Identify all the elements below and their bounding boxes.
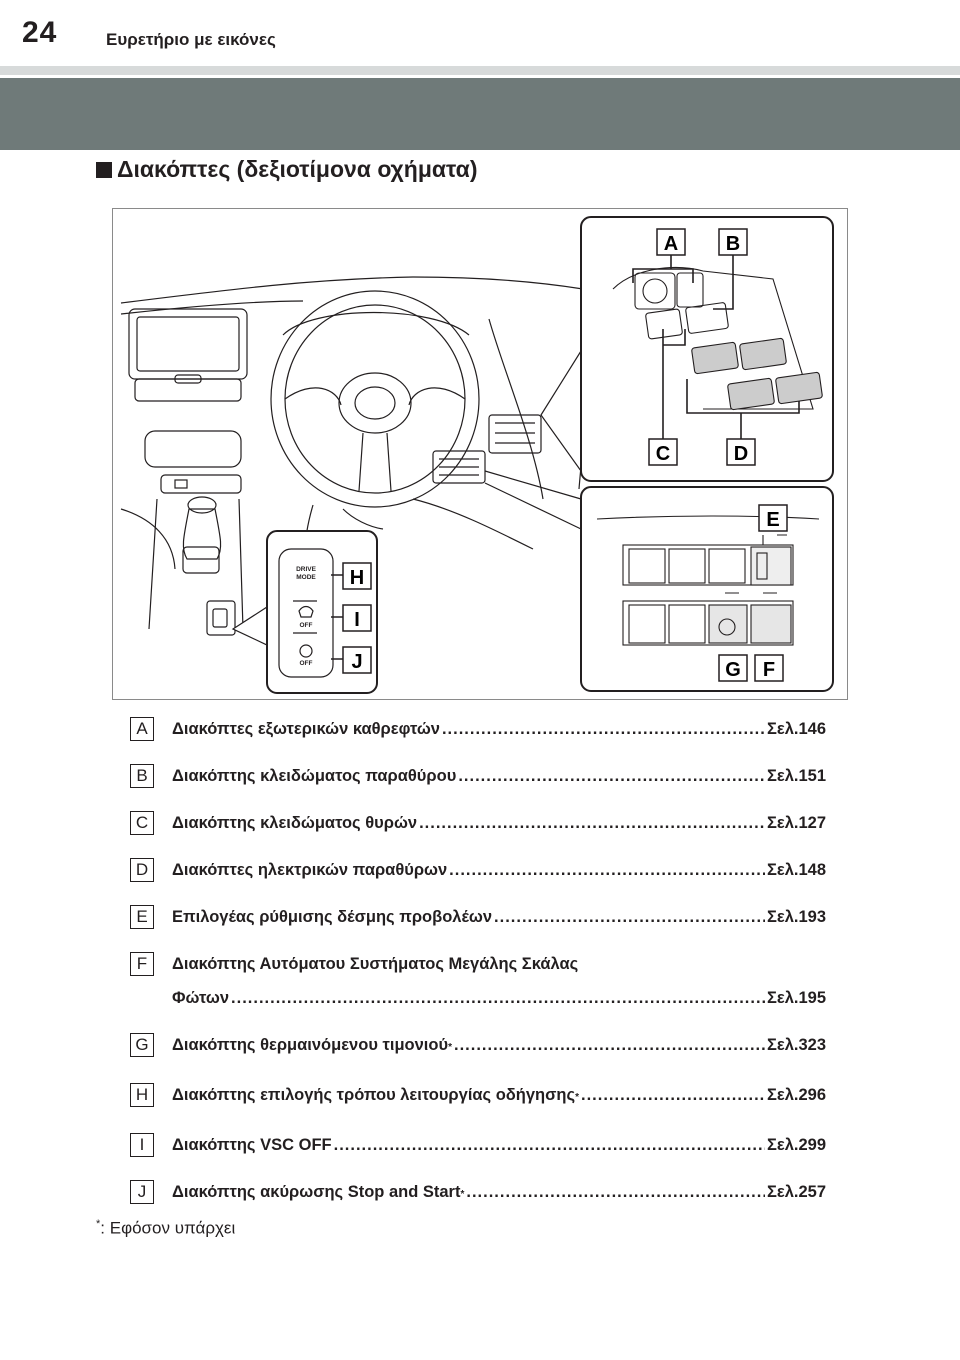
footnote-text: : Εφόσον υπάρχει	[100, 1218, 236, 1238]
callout-a: A	[656, 228, 686, 256]
entry-page-ref[interactable]: Σελ.299	[766, 1136, 826, 1154]
entry-page-ref[interactable]: Σελ.296	[766, 1086, 826, 1104]
entry-text-line-1: Διακόπτης Αυτόματου Συστήματος Μεγάλης Σ…	[172, 955, 579, 973]
svg-text:G: G	[725, 659, 741, 681]
dot-leader	[494, 905, 765, 929]
rhd-switch-pack	[432, 450, 486, 484]
entry-page-ref[interactable]: Σελ.193	[766, 908, 826, 926]
section-title: Διακόπτες (δεξιοτίμονα οχήματα)	[96, 156, 477, 183]
list-item: A Διακόπτες εξωτερικών καθρεφτών Σελ.146	[130, 717, 830, 741]
entry-text: Διακόπτης θερμαινόμενου τιμονιού	[172, 1036, 449, 1054]
svg-text:D: D	[734, 443, 748, 465]
door-switch-pack	[488, 414, 542, 454]
entry-letter-badge: D	[130, 858, 154, 882]
entry-page-ref[interactable]: Σελ.146	[766, 720, 826, 738]
list-item: E Επιλογέας ρύθμισης δέσμης προβολέων Σελ…	[130, 905, 830, 929]
entry-page-ref[interactable]: Σελ.151	[766, 767, 826, 785]
svg-text:H: H	[350, 567, 364, 589]
svg-text:F: F	[763, 659, 775, 681]
switch-index-list: A Διακόπτες εξωτερικών καθρεφτώνΣελ.146 …	[130, 717, 830, 1230]
callout-i: I	[342, 604, 372, 632]
entry-text: Διακόπτης κλειδώματος παραθύρου	[172, 767, 457, 785]
list-item: J Διακόπτης ακύρωσης Stop and Start* Σελ.…	[130, 1180, 830, 1207]
entry-letter-badge: G	[130, 1033, 154, 1057]
page-number: 24	[22, 16, 58, 49]
entry-text: Επιλογέας ρύθμισης δέσμης προβολέων	[172, 908, 493, 926]
steering-wheel	[270, 290, 480, 508]
footnote-mark: *	[460, 1189, 465, 1200]
list-item: H Διακόπτης επιλογής τρόπου λειτουργίας …	[130, 1083, 830, 1110]
entry-page-ref[interactable]: Σελ.195	[766, 989, 826, 1007]
dot-leader	[458, 764, 765, 788]
entry-text: Διακόπτης ακύρωσης Stop and Start	[172, 1183, 461, 1201]
header-rule	[0, 66, 960, 75]
svg-text:I: I	[354, 609, 360, 631]
svg-text:C: C	[656, 443, 670, 465]
entry-text: Διακόπτης επιλογής τρόπου λειτουργίας οδ…	[172, 1086, 576, 1104]
entry-letter-badge: I	[130, 1133, 154, 1157]
entry-page-ref[interactable]: Σελ.323	[766, 1036, 826, 1054]
lower-left-switch-block	[206, 600, 236, 636]
entry-text: Διακόπτες ηλεκτρικών παραθύρων	[172, 861, 448, 879]
drive-mode-text-1: DRIVE	[296, 566, 317, 573]
section-square-icon	[96, 161, 112, 178]
dot-leader	[449, 858, 765, 882]
list-item: B Διακόπτης κλειδώματος παραθύρου Σελ.151	[130, 764, 830, 788]
dashboard-top-line	[120, 276, 584, 304]
entry-letter-badge: C	[130, 811, 154, 835]
svg-text:A: A	[664, 233, 678, 255]
footnote-mark: *	[575, 1092, 579, 1103]
page-heading: Ευρετήριο με εικόνες	[106, 30, 276, 49]
entry-letter-badge: F	[130, 952, 154, 976]
list-item: I Διακόπτης VSC OFF Σελ.299	[130, 1133, 830, 1157]
entry-text-line-2: Φώτων	[172, 989, 230, 1007]
dot-leader	[442, 717, 765, 741]
dot-leader	[231, 986, 765, 1010]
dot-leader	[581, 1083, 765, 1107]
section-title-text: Διακόπτες (δεξιοτίμονα οχήματα)	[117, 156, 478, 182]
svg-text:J: J	[351, 651, 362, 673]
footnote-asterisk: *	[96, 1218, 101, 1230]
list-item: G Διακόπτης θερμαινόμενου τιμονιού* Σελ.3…	[130, 1033, 830, 1060]
dashboard-illustration: DRIVE MODE OFF OFF A B C D E F G H I J	[112, 208, 848, 700]
page-header: 24 Ευρετήριο με εικόνες	[0, 0, 960, 66]
entry-page-ref[interactable]: Σελ.148	[766, 861, 826, 879]
footnote: *: Εφόσον υπάρχει	[96, 1218, 235, 1239]
dot-leader	[454, 1033, 765, 1057]
entry-letter-badge: B	[130, 764, 154, 788]
header-band	[0, 78, 960, 150]
entry-page-ref[interactable]: Σελ.127	[766, 814, 826, 832]
callout-e: E	[758, 504, 788, 532]
callout-f: F	[754, 654, 784, 682]
list-item: F Διακόπτης Αυτόματου Συστήματος Μεγάλης…	[130, 952, 830, 1010]
entry-text: Διακόπτες εξωτερικών καθρεφτών	[172, 720, 440, 738]
entry-page-ref[interactable]: Σελ.257	[766, 1183, 826, 1201]
vsc-off-text: OFF	[300, 622, 313, 629]
callout-g: G	[718, 654, 748, 682]
entry-letter-badge: J	[130, 1180, 154, 1204]
callout-b: B	[718, 228, 748, 256]
list-item: D Διακόπτες ηλεκτρικών παραθύρων Σελ.148	[130, 858, 830, 882]
list-item: C Διακόπτης κλειδώματος θυρών Σελ.127	[130, 811, 830, 835]
dot-leader	[466, 1180, 765, 1204]
drive-mode-text-2: MODE	[296, 574, 316, 581]
svg-text:E: E	[766, 509, 779, 531]
stop-start-off-text: OFF	[300, 660, 313, 667]
footnote-mark: *	[448, 1042, 452, 1053]
entry-text: Διακόπτης VSC OFF	[172, 1136, 332, 1154]
callout-c: C	[648, 438, 678, 466]
callout-d: D	[726, 438, 756, 466]
entry-letter-badge: A	[130, 717, 154, 741]
infotainment-screen	[128, 308, 248, 380]
entry-letter-badge: H	[130, 1083, 154, 1107]
callout-h: H	[342, 562, 372, 590]
dot-leader	[419, 811, 765, 835]
svg-text:B: B	[726, 233, 740, 255]
entry-text: Διακόπτης κλειδώματος θυρών	[172, 814, 418, 832]
dot-leader	[334, 1133, 765, 1157]
callout-j: J	[342, 646, 372, 674]
entry-letter-badge: E	[130, 905, 154, 929]
